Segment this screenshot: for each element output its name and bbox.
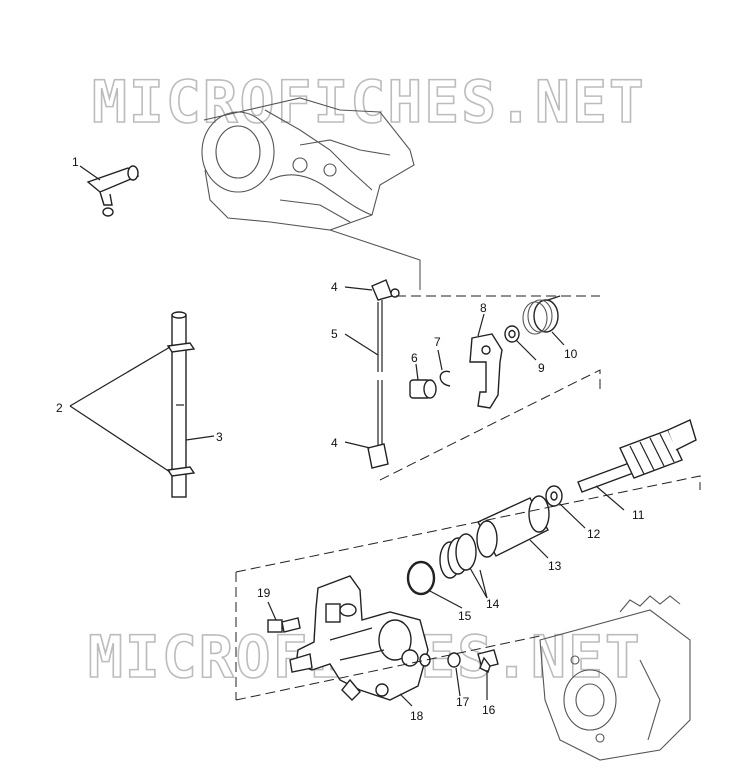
assembly-line-lower <box>235 475 701 701</box>
part-18-pump-body <box>289 575 431 701</box>
engine-case-bottom <box>539 595 691 761</box>
part-8-bracket <box>469 333 503 409</box>
part-13-sleeve <box>476 495 550 558</box>
part-6-bushing <box>409 379 437 399</box>
callout-19: 19 <box>257 586 271 600</box>
callout-2: 2 <box>56 401 63 415</box>
callout-3: 3 <box>216 430 223 444</box>
part-11-shaft <box>577 419 697 493</box>
watermark-top: MICROFICHES.NET <box>92 68 646 136</box>
callout-13: 13 <box>548 559 562 573</box>
part-5-rod <box>367 279 400 469</box>
callout-8: 8 <box>480 301 487 315</box>
part-10-spring <box>522 295 561 335</box>
part-15-o-ring <box>406 560 436 596</box>
callout-18: 18 <box>410 709 424 723</box>
leader-lines <box>69 165 625 707</box>
part-9-washer <box>504 325 520 343</box>
callout-4-upper: 4 <box>331 280 338 294</box>
callout-9: 9 <box>538 361 545 375</box>
callout-11: 11 <box>632 508 645 522</box>
part-12-washer <box>545 485 563 507</box>
part-7-clip <box>439 370 451 387</box>
part-3-shaft <box>166 311 196 498</box>
part-14-spring-pack <box>439 533 477 579</box>
callout-17: 17 <box>456 695 470 709</box>
callout-12: 12 <box>587 527 601 541</box>
part-17-washer <box>447 652 461 668</box>
callout-16: 16 <box>482 703 496 717</box>
callout-7: 7 <box>434 335 441 349</box>
callout-15: 15 <box>458 609 472 623</box>
callout-5: 5 <box>331 327 338 341</box>
part-19-bolt <box>267 617 301 633</box>
part-1-fitting <box>86 165 140 217</box>
callout-14: 14 <box>486 597 500 611</box>
engine-housing-top <box>201 97 421 290</box>
callout-1: 1 <box>72 155 79 169</box>
assembly-line-upper <box>379 295 601 481</box>
callout-10: 10 <box>564 347 578 361</box>
callout-4-lower: 4 <box>331 436 338 450</box>
callout-6: 6 <box>411 351 418 365</box>
part-16-fitting <box>477 649 499 673</box>
